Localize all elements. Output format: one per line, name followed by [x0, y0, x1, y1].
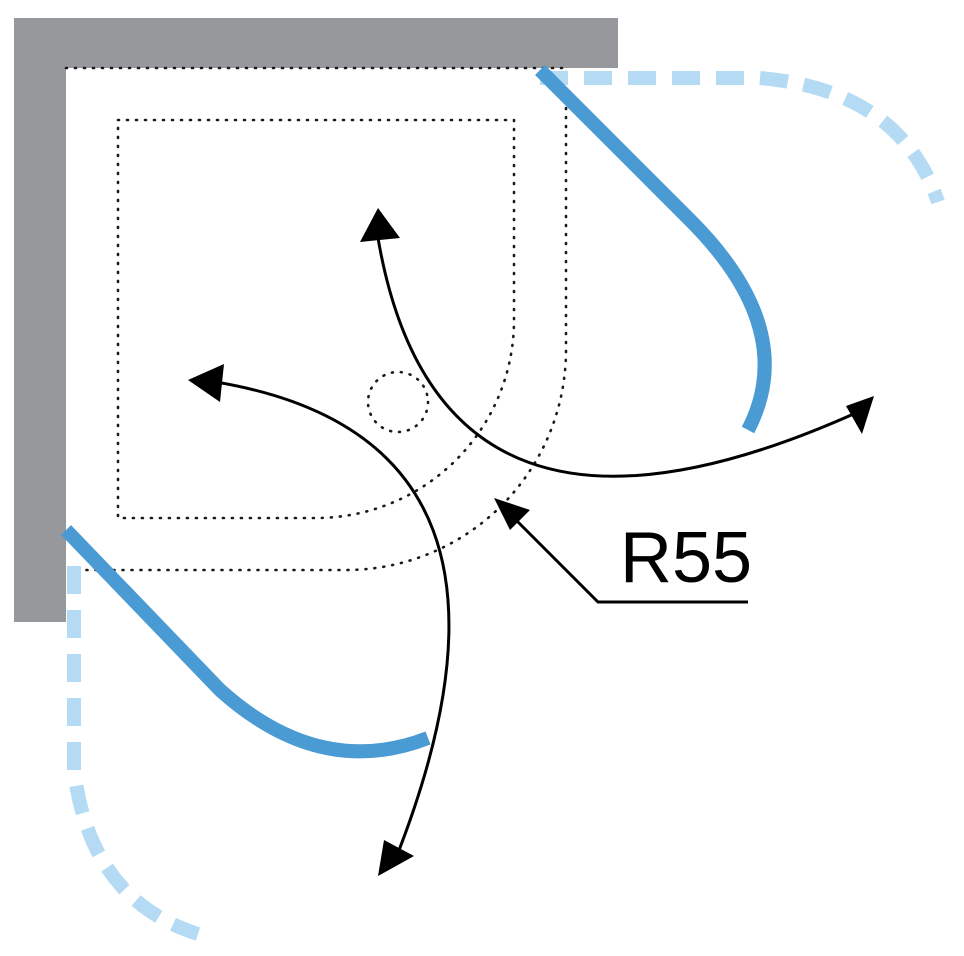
inner-tray-outline [116, 118, 516, 520]
right-swing-arc [376, 237, 859, 478]
left-door-open-position [67, 566, 201, 941]
top-wall [14, 18, 618, 68]
arrowhead-icon [360, 208, 400, 242]
left-swing-arc [215, 380, 451, 859]
corner-walls [14, 18, 618, 622]
right-door-swing-arrow [360, 208, 874, 478]
radius-callout: R55 [494, 498, 752, 604]
outer-tray-outline [64, 66, 568, 572]
left-door-swing-arrow [188, 364, 451, 876]
drain-circle [366, 370, 430, 434]
radius-leader-line [508, 512, 748, 604]
radius-label: R55 [620, 518, 752, 598]
right-door-open-position [540, 71, 945, 205]
arrowhead-icon [846, 396, 874, 434]
arrowhead-icon [378, 840, 414, 876]
arrowhead-icon [188, 364, 224, 402]
left-wall [14, 18, 66, 622]
left-door-closed-position [60, 525, 431, 759]
arrowhead-icon [494, 498, 530, 530]
right-door-closed-position [535, 65, 772, 434]
